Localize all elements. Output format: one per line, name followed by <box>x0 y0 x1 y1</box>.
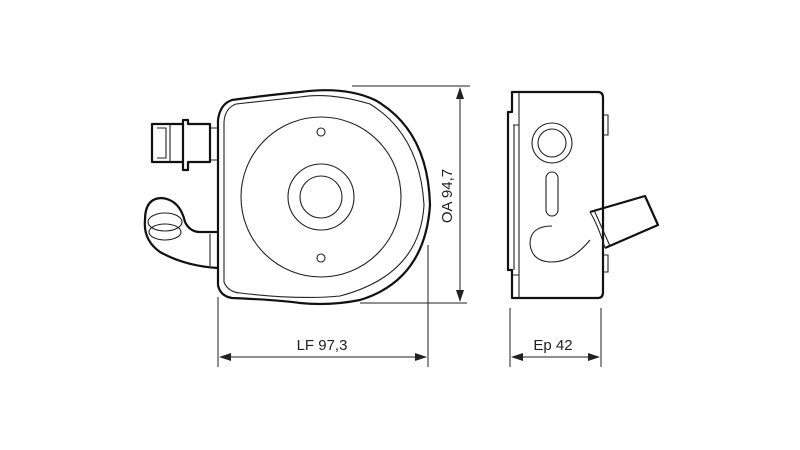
lower-port <box>529 225 591 263</box>
thickness-label: Ep 42 <box>533 337 572 354</box>
length-label: LF 97,3 <box>297 337 348 354</box>
hub-inner <box>299 175 343 219</box>
mount-hole-bottom <box>316 253 326 263</box>
mount-hole-top <box>316 127 326 137</box>
side-body-outline <box>506 90 605 300</box>
side-pipe <box>589 194 660 250</box>
height-label: OA 94,7 <box>439 169 456 223</box>
front-view <box>143 89 432 306</box>
dimension-thickness: Ep 42 <box>509 308 602 367</box>
dimension-height: OA 94,7 <box>352 85 470 304</box>
dimension-length: LF 97,3 <box>217 245 429 367</box>
port-inner <box>537 128 567 158</box>
slot <box>545 171 559 217</box>
lower-hose-connector <box>143 196 219 270</box>
port-outer <box>531 122 573 164</box>
cooler-body-outline <box>216 89 432 306</box>
upper-connector <box>150 118 218 172</box>
filter-seat-ring <box>240 116 402 278</box>
side-view <box>506 90 660 300</box>
hub-outer <box>287 163 355 231</box>
